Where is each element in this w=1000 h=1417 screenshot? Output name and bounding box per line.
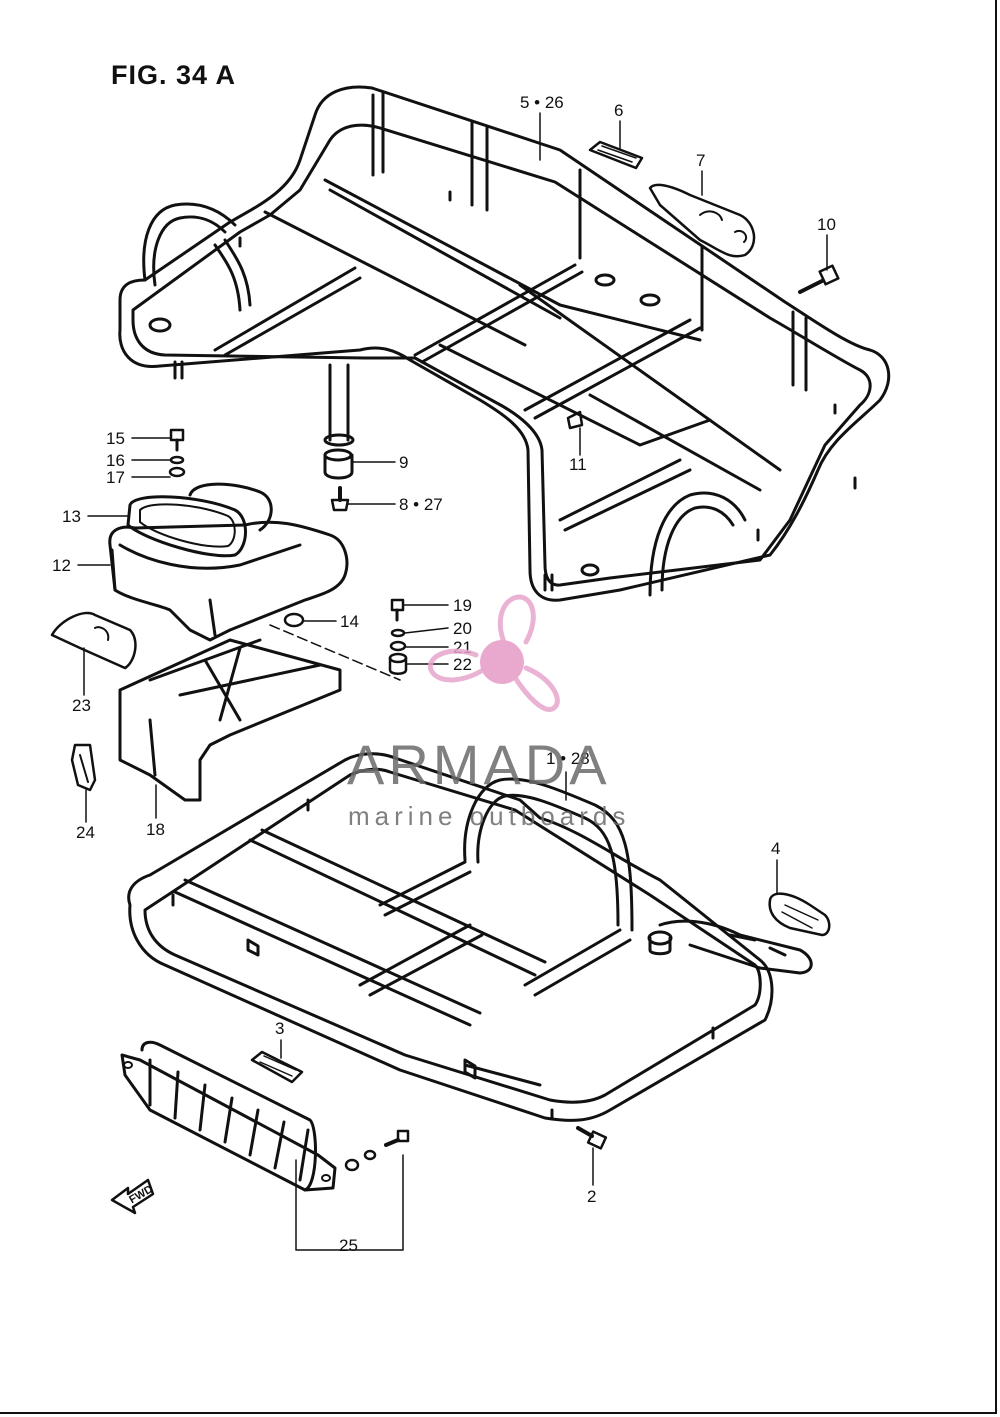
leader-lines	[77, 112, 828, 1251]
part-10-bolt	[798, 264, 840, 294]
callout-17: 17	[106, 468, 125, 487]
callout-12: 12	[52, 556, 71, 575]
part-11-nut	[566, 410, 584, 430]
callout-6: 6	[614, 101, 624, 120]
callout-4: 4	[771, 839, 781, 858]
part-12-box	[108, 482, 349, 642]
callout-23: 23	[72, 696, 91, 715]
callout-24: 24	[76, 823, 95, 842]
part-15-17-fasteners	[168, 428, 186, 478]
callout-7: 7	[696, 151, 706, 170]
callout-5-26: 5 • 26	[520, 93, 564, 112]
callout-1-28: 1 • 28	[546, 749, 590, 768]
part-19-22-fasteners	[388, 598, 408, 675]
part-8-bolt	[330, 486, 350, 512]
part-4-footrest	[768, 892, 831, 937]
part-14-grommet	[283, 612, 305, 628]
part-9-cushion	[323, 448, 354, 480]
figure-title: FIG. 34 A	[111, 60, 237, 90]
callout-10: 10	[817, 215, 836, 234]
callout-20: 20	[453, 619, 472, 638]
callout-16: 16	[106, 451, 125, 470]
fwd-arrow-icon	[110, 1178, 155, 1215]
callout-15: 15	[106, 429, 125, 448]
watermark-tagline: marine outboards	[348, 801, 631, 831]
callout-18: 18	[146, 820, 165, 839]
watermark-name: ARMADA	[347, 733, 611, 796]
callout-2: 2	[587, 1187, 597, 1206]
part-13-seal	[126, 495, 247, 558]
callout-19: 19	[453, 596, 472, 615]
part-7-bracket	[648, 183, 756, 258]
front-carrier	[127, 752, 813, 1122]
callout-11: 11	[569, 455, 587, 474]
callout-25: 25	[339, 1236, 358, 1255]
callout-13: 13	[62, 507, 81, 526]
part-6-pad	[588, 140, 644, 170]
callout-14: 14	[340, 612, 359, 631]
propeller-icon	[427, 594, 560, 712]
callout-22: 22	[453, 655, 472, 674]
callout-9: 9	[399, 453, 409, 472]
callout-3: 3	[275, 1019, 285, 1038]
part-2-bolt	[576, 1126, 608, 1150]
part-23-cover	[50, 611, 137, 670]
part-3-pad	[250, 1050, 304, 1084]
rear-carrier	[118, 85, 891, 602]
part-18-plate	[118, 638, 342, 802]
callout-8-27: 8 • 27	[399, 495, 443, 514]
leader-dashed-1	[269, 624, 401, 681]
part-24-clip	[70, 743, 97, 792]
part-25-guard	[120, 1040, 410, 1192]
